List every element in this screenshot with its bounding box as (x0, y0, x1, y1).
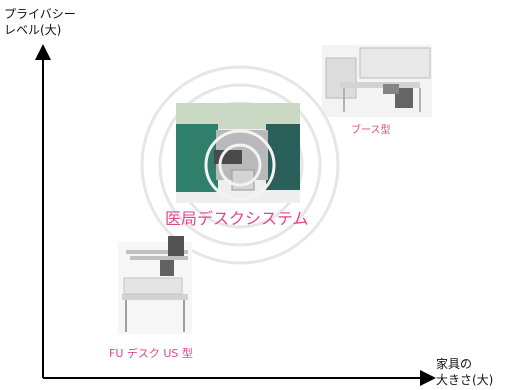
x-axis-label-line1: 家具の (436, 357, 473, 371)
y-axis-label: プライバシー レベル(大) (4, 6, 76, 38)
fu-label: FU デスク US 型 (109, 347, 193, 360)
ring-outer (140, 65, 340, 265)
x-axis-label-line2: 大きさ(大) (436, 373, 494, 387)
ring-mid (158, 83, 322, 247)
y-axis-label-line2: レベル(大) (4, 23, 62, 37)
x-axis-label: 家具の 大きさ(大) (436, 356, 493, 388)
y-axis-label-line1: プライバシー (4, 7, 76, 21)
booth-label: ブース型 (351, 125, 391, 136)
center-label: 医局デスクシステム (165, 209, 309, 228)
